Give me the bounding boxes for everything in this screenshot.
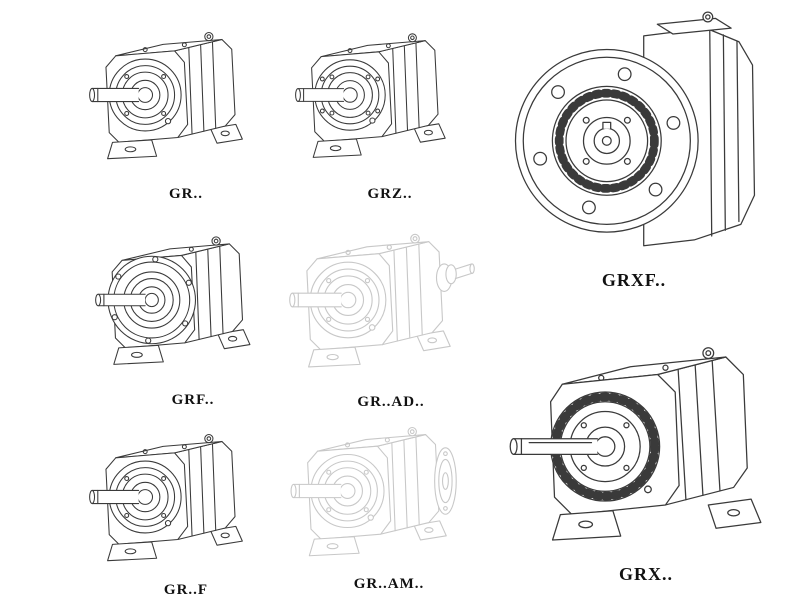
gr-am-motor-flange — [434, 447, 457, 515]
model-grxf: GRXF.. — [498, 2, 770, 291]
model-grxf-label: GRXF.. — [601, 270, 667, 290]
model-gr-am: GR..AM.. — [288, 408, 490, 593]
model-gr-f: GR..F — [88, 414, 284, 599]
model-gr-am-label: GR..AM.. — [353, 576, 425, 592]
grz-gearbox-drawing — [294, 6, 486, 184]
gr-ad-input-adapter — [435, 263, 475, 292]
model-gr-ad: GR..AD.. — [288, 208, 494, 411]
model-grf-label: GRF.. — [171, 392, 215, 408]
model-gr-label: GR.. — [169, 186, 203, 202]
model-grz-label: GRZ.. — [367, 186, 413, 202]
model-grx-label: GRX.. — [619, 564, 673, 584]
model-grx: GRX.. — [500, 298, 792, 585]
gr-f-gearbox-drawing — [88, 414, 284, 580]
grz-hub-bolts — [319, 76, 381, 114]
model-gr: GR.. — [88, 6, 284, 203]
grxf-gearbox-drawing — [498, 2, 770, 268]
gr-gearbox-drawing — [88, 6, 284, 184]
model-grf: GRF.. — [94, 210, 292, 409]
model-gr-ad-label: GR..AD.. — [357, 394, 425, 410]
model-grz: GRZ.. — [294, 6, 486, 203]
gr-am-gearbox-drawing — [288, 408, 457, 574]
grf-gearbox-drawing — [94, 210, 292, 390]
model-gr-f-label: GR..F — [163, 582, 209, 598]
gr-ad-gearbox-drawing — [288, 208, 475, 392]
grx-gearbox-drawing — [500, 298, 792, 562]
